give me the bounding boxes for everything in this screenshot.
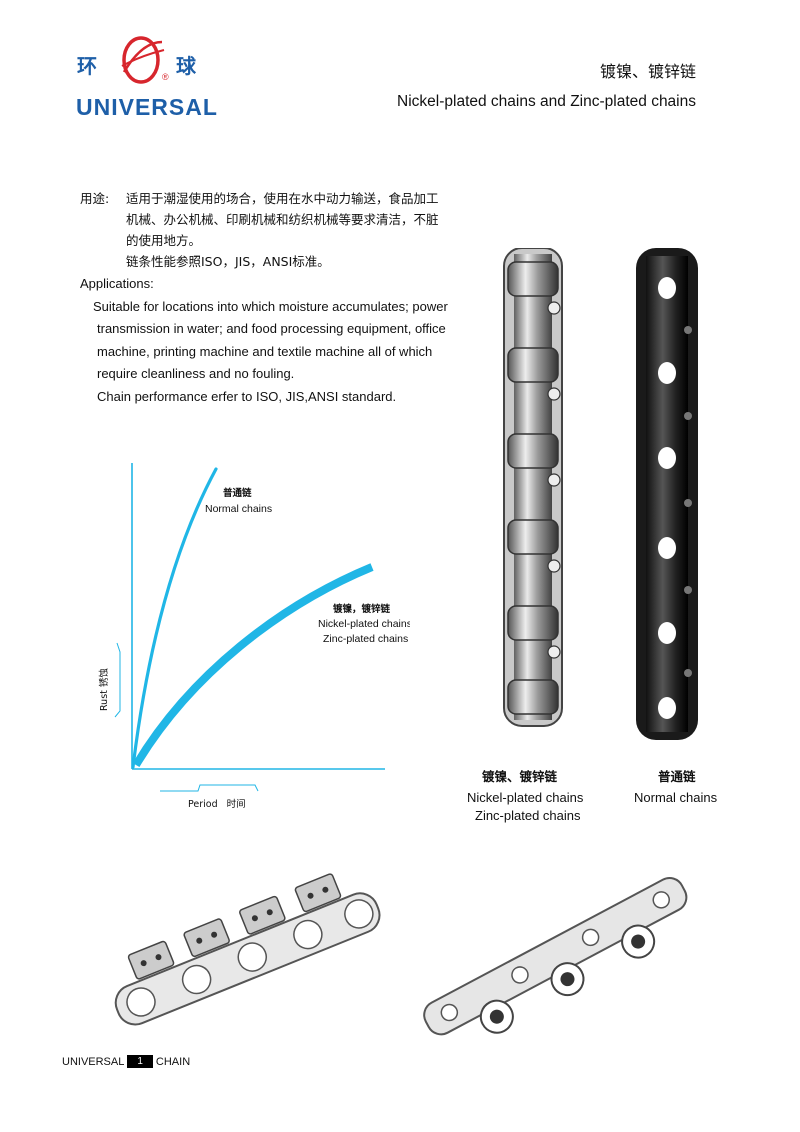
registered-mark: ® (162, 72, 169, 82)
logo-cn-right: 球 (176, 54, 198, 78)
caption-plated-cn: 镀镍、镀锌链 (482, 769, 558, 784)
series-label-plated-en-2: Zinc-plated chains (323, 633, 408, 645)
nickel-plated-chain-photo (503, 248, 563, 727)
footer-section: CHAIN (155, 1055, 191, 1068)
series-label-plated-cn: 镀镍，镀锌链 (333, 603, 391, 615)
x-label-accent (160, 784, 259, 792)
caption-normal-en: Normal chains (634, 790, 718, 805)
page-title-en: Nickel-plated chains and Zinc-plated cha… (397, 93, 696, 110)
normal-chain-photo (636, 248, 698, 740)
applications-line: Suitable for locations into which moistu… (93, 299, 448, 314)
applications-label: Applications: (80, 276, 154, 291)
series-label-normal-en: Normal chains (205, 503, 272, 515)
series-line-normal (131, 467, 218, 769)
page-footer: UNIVERSAL 1 CHAIN (62, 1055, 190, 1068)
caption-plated-en: Nickel-plated chains (467, 790, 584, 805)
caption-plated-en: Zinc-plated chains (475, 808, 581, 823)
caption-normal-cn: 普通链 (658, 769, 696, 784)
page-number: 1 (127, 1055, 153, 1068)
logo-wordmark: UNIVERSAL (76, 94, 218, 120)
y-label-accent (114, 642, 121, 718)
y-axis-label: Rust 锈蚀 (98, 668, 110, 711)
series-line-plated (132, 563, 374, 768)
attachment-chain-photo-right (423, 877, 688, 1036)
usage-cn-line: 适用于潮湿使用的场合，使用在水中动力输送，食品加工 (126, 191, 439, 206)
universal-logo: 环 球 ® UNIVERSAL (72, 36, 217, 126)
page-title-cn: 镀镍、镀锌链 (599, 62, 696, 81)
applications-line: Chain performance erfer to ISO, JIS,ANSI… (97, 389, 397, 404)
usage-cn-line: 机械、办公机械、印刷机械和纺织机械等要求清洁，不脏 (126, 212, 439, 227)
applications-line: require cleanliness and no fouling. (97, 366, 295, 381)
series-label-normal-cn: 普通链 (223, 487, 252, 499)
x-axis-label: Period 时间 (188, 798, 246, 810)
applications-line: transmission in water; and food processi… (97, 321, 446, 336)
usage-cn-label: 用途: (80, 191, 110, 206)
applications-line: machine, printing machine and textile ma… (97, 344, 433, 359)
attachment-chain-photo-left (114, 873, 381, 1026)
globe-logo-icon (121, 36, 165, 84)
usage-cn-line: 链条性能参照ISO，JIS，ANSI标准。 (126, 254, 330, 269)
rust-vs-period-chart: 普通链 Normal chains 镀镍，镀锌链 Nickel-plated c… (80, 455, 412, 825)
usage-cn-line: 的使用地方。 (126, 233, 202, 248)
logo-cn-left: 环 (77, 54, 99, 78)
series-label-plated-en-1: Nickel-plated chains (318, 618, 410, 630)
chart-svg: 普通链 Normal chains 镀镍，镀锌链 Nickel-plated c… (98, 463, 412, 810)
footer-brand: UNIVERSAL (62, 1055, 125, 1068)
